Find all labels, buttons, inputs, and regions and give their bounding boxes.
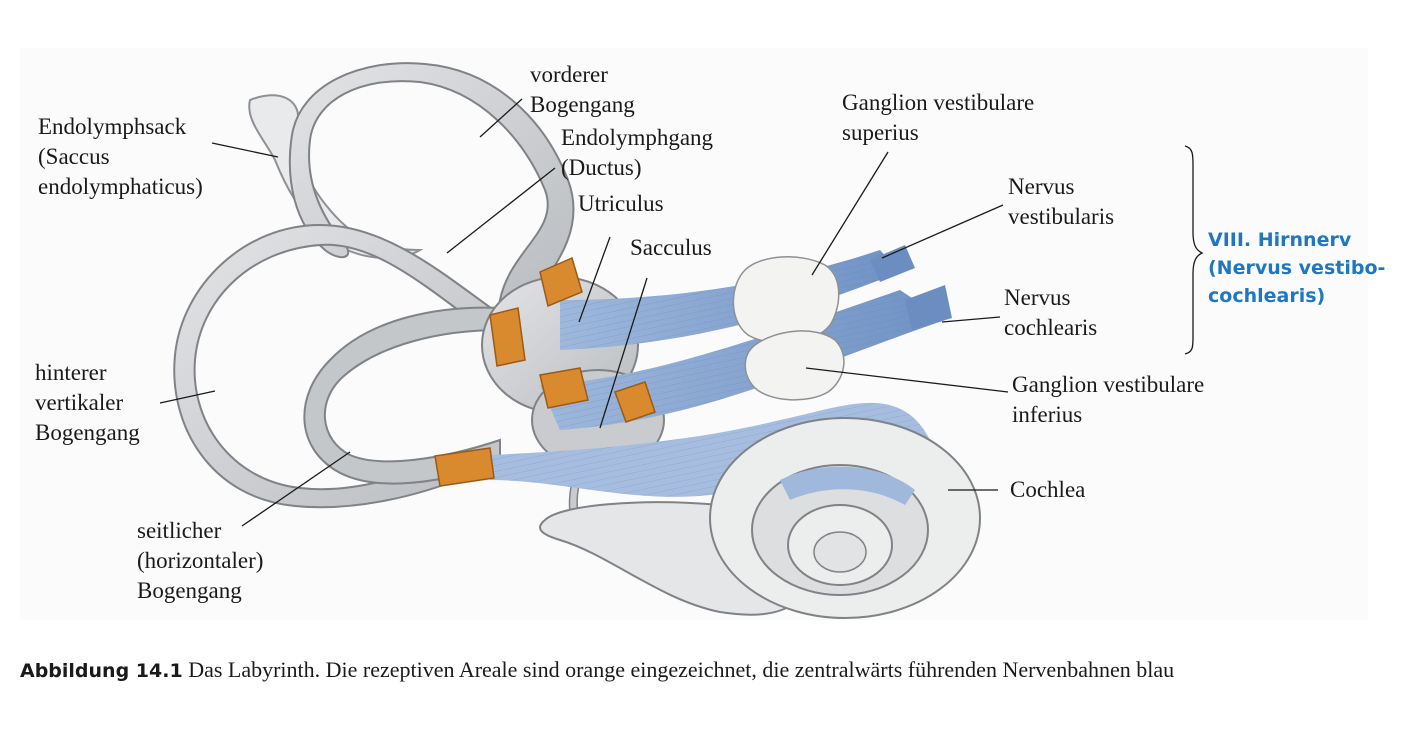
label-line: VIII. Hirnnerv	[1208, 229, 1352, 251]
label-sacculus: Sacculus	[630, 233, 712, 263]
label-line: seitlicher	[137, 518, 222, 543]
nerve-trunk-ends	[870, 245, 952, 330]
cochlea-nerve-inner	[780, 466, 915, 505]
label-line: vorderer	[530, 62, 608, 87]
label-line: vertikaler	[35, 390, 124, 415]
label-line: Bogengang	[530, 92, 635, 117]
receptor-ampulla-posterior	[489, 307, 526, 367]
label-nervus-cochlearis: Nervus cochlearis	[1004, 283, 1097, 343]
receptor-ampulla-lateral	[434, 447, 495, 487]
nerve-brace	[1184, 145, 1204, 355]
label-line: Bogengang	[35, 420, 140, 445]
label-line: Bogengang	[137, 578, 242, 603]
label-line: Utriculus	[578, 191, 664, 216]
caption-text: Das Labyrinth. Die rezeptiven Areale sin…	[182, 657, 1175, 682]
label-line: Endolymphsack	[38, 114, 187, 139]
label-viii-hirnnerv: VIII. Hirnnerv (Nervus vestibo- cochlear…	[1208, 226, 1385, 310]
label-hinterer-bogengang: hinterer vertikaler Bogengang	[35, 358, 140, 448]
label-line: Ganglion vestibulare	[1012, 372, 1205, 397]
label-seitlicher-bogengang: seitlicher (horizontaler) Bogengang	[137, 516, 263, 606]
label-cochlea: Cochlea	[1010, 475, 1085, 505]
label-line: cochlearis	[1004, 315, 1098, 340]
labyrinth-illustration	[159, 62, 1204, 619]
receptor-macula-utriculi	[539, 367, 589, 409]
label-line: cochlearis)	[1208, 285, 1326, 307]
figure-caption: Abbildung 14.1 Das Labyrinth. Die rezept…	[20, 655, 1400, 686]
label-line: superius	[842, 120, 919, 145]
anterior-canal	[288, 62, 575, 302]
caption-title: Abbildung 14.1	[20, 660, 183, 682]
label-line: (horizontaler)	[137, 548, 264, 573]
label-line: Cochlea	[1010, 477, 1086, 502]
ganglion-vestibulare-superius	[732, 256, 840, 344]
label-line: endolymphaticus)	[38, 174, 203, 199]
label-line: hinterer	[35, 360, 107, 385]
label-endolymphsack: Endolymphsack (Saccus endolymphaticus)	[38, 112, 203, 202]
receptor-macula-sacculi	[614, 381, 656, 423]
label-line: (Ductus)	[561, 155, 642, 180]
label-line: Ganglion vestibulare	[842, 90, 1035, 115]
label-line: vestibularis	[1008, 204, 1115, 229]
label-line: inferius	[1012, 402, 1083, 427]
label-line: Sacculus	[630, 235, 712, 260]
ganglion-vestibulare-inferius	[744, 330, 845, 401]
label-line: (Nervus vestibo-	[1208, 257, 1386, 279]
label-utriculus: Utriculus	[578, 189, 664, 219]
label-ganglion-inferius: Ganglion vestibulare inferius	[1012, 370, 1204, 430]
label-line: Nervus	[1004, 285, 1071, 310]
label-ganglion-superius: Ganglion vestibulare superius	[842, 88, 1034, 148]
cochlea-apex-inner	[813, 531, 867, 573]
label-line: Nervus	[1008, 174, 1075, 199]
leader-lines	[159, 98, 1009, 527]
receptor-ampulla-anterior	[539, 256, 583, 308]
label-line: (Saccus	[38, 144, 110, 169]
label-nervus-vestibularis: Nervus vestibularis	[1008, 172, 1114, 232]
label-line: Endolymphgang	[561, 125, 714, 150]
label-vorderer-bogengang: vorderer Bogengang	[530, 60, 635, 120]
label-endolymphgang: Endolymphgang (Ductus)	[561, 123, 713, 183]
